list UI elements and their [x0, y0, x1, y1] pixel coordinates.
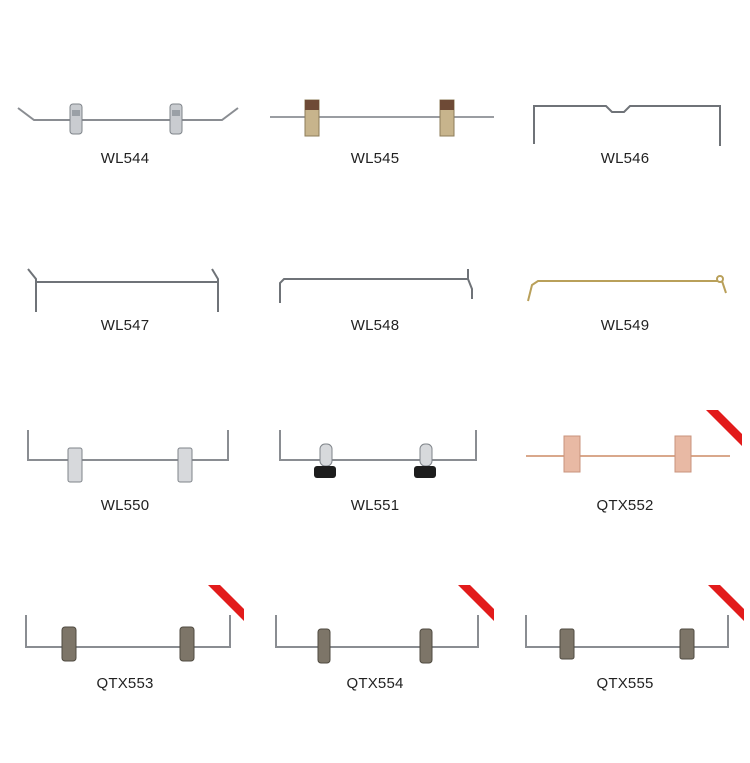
product-card-wl545[interactable]: WL545 [250, 60, 500, 238]
product-card-wl550[interactable]: WL550 [0, 410, 250, 588]
product-card-qtx553[interactable]: QTX553 [0, 585, 250, 763]
hanger-qtx553-image [25, 615, 231, 662]
product-code: QTX552 [596, 497, 654, 514]
product-card-wl551[interactable]: WL551 [250, 410, 500, 588]
hanger-wl549-image [527, 275, 727, 302]
hanger-qtx552-image [526, 435, 730, 473]
hanger-wl545-image [270, 99, 494, 137]
product-card-wl549[interactable]: WL549 [500, 235, 750, 413]
hanger-wl544-image [17, 103, 239, 135]
product-code: WL546 [600, 150, 650, 167]
product-code: WL544 [100, 150, 150, 167]
product-code: WL548 [350, 317, 400, 334]
product-card-qtx554[interactable]: QTX554 [250, 585, 500, 763]
product-card-qtx552[interactable]: QTX552 [500, 410, 750, 588]
new-badge [708, 585, 744, 621]
hanger-wl547-image [27, 268, 219, 312]
hanger-wl546-image [533, 105, 721, 146]
hanger-wl551-image [279, 430, 477, 478]
new-badge [458, 585, 494, 621]
product-code: WL549 [600, 317, 650, 334]
hanger-wl550-image [27, 430, 229, 483]
product-code: QTX554 [346, 675, 404, 692]
product-code: QTX555 [596, 675, 654, 692]
product-card-wl548[interactable]: WL548 [250, 235, 500, 413]
product-code: QTX553 [96, 675, 154, 692]
product-code: WL550 [100, 497, 150, 514]
product-code: WL545 [350, 150, 400, 167]
product-card-wl546[interactable]: WL546 [500, 60, 750, 238]
product-card-qtx555[interactable]: QTX555 [500, 585, 750, 763]
product-code: WL551 [350, 497, 400, 514]
product-card-wl547[interactable]: WL547 [0, 235, 250, 413]
product-code: WL547 [100, 317, 150, 334]
hanger-qtx555-image [525, 615, 729, 660]
product-card-wl544[interactable]: WL544 [0, 60, 250, 238]
new-badge [706, 410, 742, 446]
hanger-qtx554-image [275, 615, 479, 664]
new-badge [208, 585, 244, 621]
hanger-wl548-image [279, 269, 473, 303]
